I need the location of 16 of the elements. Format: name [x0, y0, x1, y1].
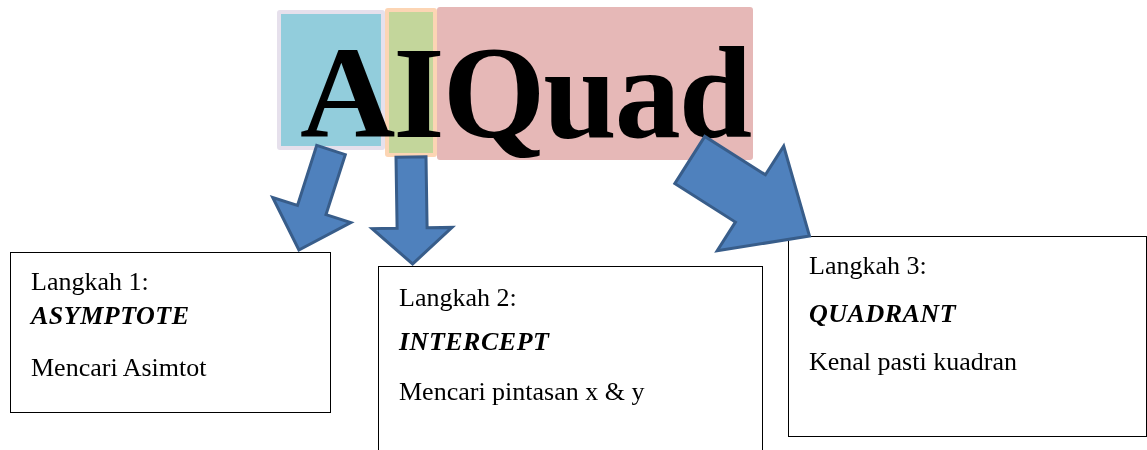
step-box	[378, 266, 763, 450]
step-number: Langkah 1:	[31, 267, 150, 297]
step-box	[10, 252, 331, 413]
block-arrow	[269, 143, 355, 253]
block-arrow	[672, 134, 812, 253]
block-arrow	[368, 155, 456, 266]
step-keyword: INTERCEPT	[399, 327, 551, 357]
title: AIQuad	[300, 18, 751, 168]
step-box	[788, 236, 1147, 437]
step-description: Mencari Asimtot	[31, 353, 208, 383]
step-keyword: ASYMPTOTE	[31, 301, 191, 331]
step-keyword: QUADRANT	[809, 299, 958, 329]
step-number: Langkah 3:	[809, 251, 928, 281]
step-description: Mencari pintasan x & y	[399, 377, 646, 407]
step-description: Kenal pasti kuadran	[809, 347, 1018, 377]
step-number: Langkah 2:	[399, 283, 518, 313]
